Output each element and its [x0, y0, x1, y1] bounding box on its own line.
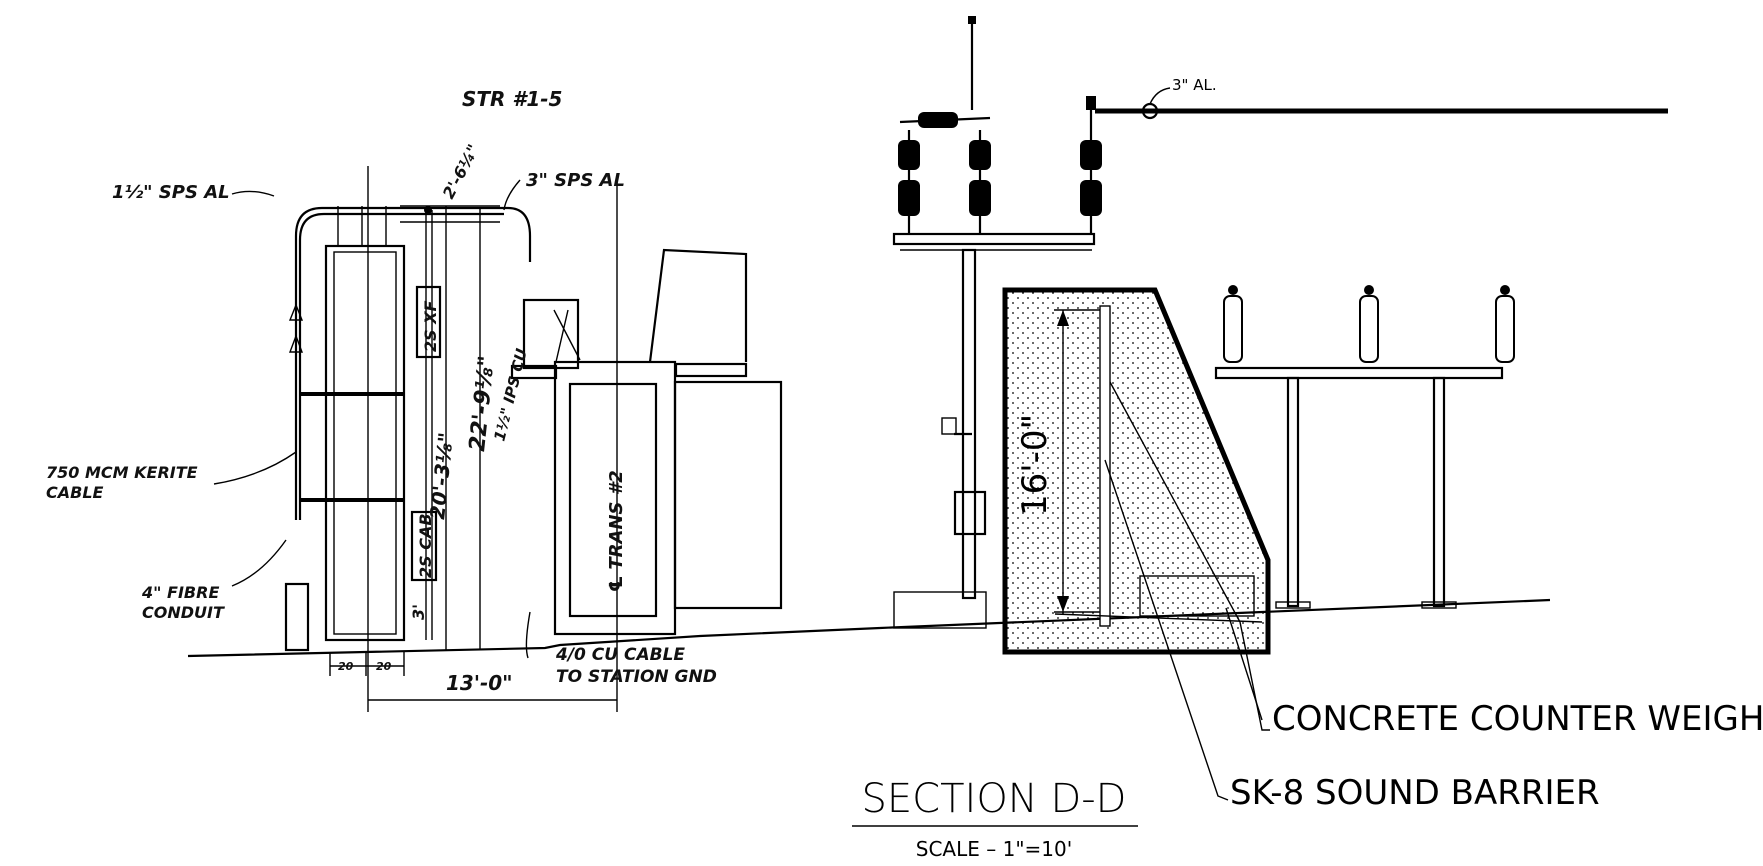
label-dim-mid: 20'-3⅛" [425, 431, 458, 520]
arrester-symbol-2 [288, 334, 304, 353]
disconnect-insulators [898, 16, 1102, 234]
bus-pipe-inner [298, 212, 504, 520]
cabinet-xf [415, 285, 442, 359]
label-fibre-1: 4" FIBRE [141, 583, 219, 602]
radiator-top [648, 248, 748, 363]
label-sps-large: 3" SPS AL [526, 170, 625, 191]
label-kerite-1: 750 MCM KERITE [46, 463, 198, 482]
sk8-sound-barrier-panel [1099, 305, 1111, 627]
label-dim-top: 2'-6¼" [439, 141, 483, 202]
label-al-3: 3" AL. [1172, 76, 1217, 94]
concrete-counter-weight [1002, 287, 1271, 655]
operating-box [953, 490, 987, 536]
label-cab-xf: 2S XF [421, 300, 440, 352]
cabinet-cab [410, 510, 438, 582]
radiator [673, 380, 783, 610]
footing-block [1139, 575, 1255, 617]
annotations: STR #1-5 1½" SPS AL 3" SPS AL 2'-6¼" 2S … [46, 76, 1763, 861]
scale-label: SCALE – 1"=10' [916, 837, 1072, 861]
switch-platform [892, 232, 1096, 246]
leader-sound-barrier [1104, 459, 1229, 801]
label-sound-barrier: SK-8 SOUND BARRIER [1230, 773, 1600, 813]
right-structure [879, 16, 1668, 801]
label-kerite-2: CABLE [46, 483, 104, 502]
label-str: STR #1-5 [462, 87, 562, 111]
arrester-symbol [288, 262, 304, 321]
transformer-nameplate [568, 382, 658, 618]
label-cab: 2S CAB [416, 513, 435, 578]
conservator [522, 298, 580, 370]
bus-pipe-3in [294, 206, 532, 520]
conduit-box [284, 582, 310, 652]
label-gnd-2: TO STATION GND [556, 667, 717, 687]
structure-column-inner [333, 251, 397, 635]
label-dim-16: 16'-0" [1015, 414, 1055, 516]
handle [941, 417, 957, 435]
label-dim-20a: 20 [338, 660, 354, 673]
switch-pole [961, 248, 977, 600]
bus-support [1214, 285, 1515, 609]
label-sps-small: 1½" SPS AL [112, 182, 230, 203]
label-dim-13: 13'-0" [446, 671, 513, 695]
pole-foundation [893, 591, 987, 629]
leader-footing [1225, 607, 1263, 721]
structure-column [324, 244, 406, 642]
label-trans: ℄ TRANS #2 [606, 470, 627, 592]
label-dim-20b: 20 [376, 660, 392, 673]
label-fibre-2: CONDUIT [142, 603, 225, 622]
leader-counter-weight [1109, 381, 1270, 731]
ground-line-left [187, 626, 881, 658]
label-gnd-1: 4/0 CU CABLE [555, 645, 685, 665]
label-dim-3: 3' [409, 604, 428, 620]
section-title: SECTION D-D [862, 776, 1127, 822]
label-counter-weight: CONCRETE COUNTER WEIGHT [1272, 699, 1763, 739]
left-structure [187, 166, 881, 712]
